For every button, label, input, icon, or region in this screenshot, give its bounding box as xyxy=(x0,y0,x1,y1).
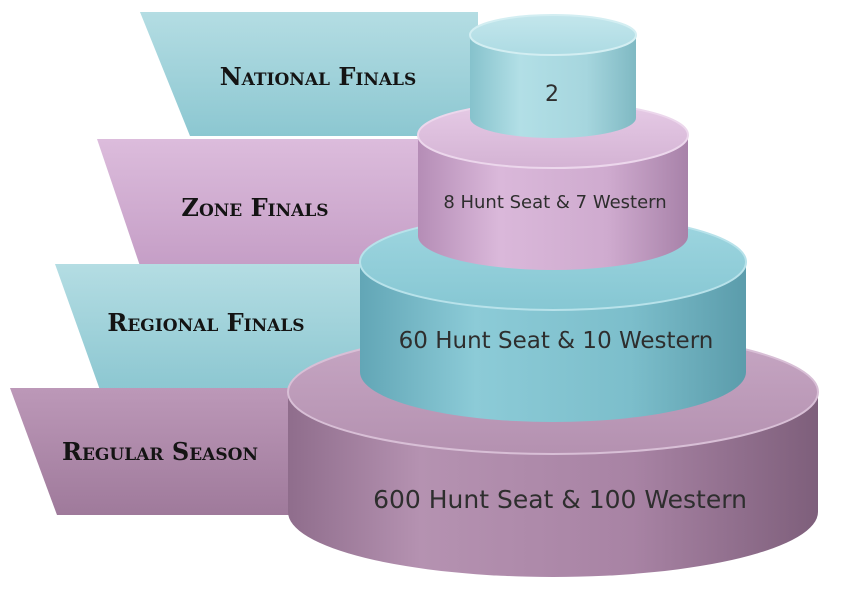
banner-label-zone-finals: Zone Finals xyxy=(181,193,328,222)
banner-national-finals: National Finals xyxy=(140,12,478,136)
tier-value-national-finals: 2 xyxy=(545,82,559,107)
tier-value-zone-finals: 8 Hunt Seat & 7 Western xyxy=(443,192,666,213)
tier-value-regular-season: 600 Hunt Seat & 100 Western xyxy=(373,485,747,514)
tier-value-regional-finals: 60 Hunt Seat & 10 Western xyxy=(399,328,714,354)
banner-label-regional-finals: Regional Finals xyxy=(107,308,304,337)
banner-zone-finals: Zone Finals xyxy=(97,139,440,266)
banner-label-national-finals: National Finals xyxy=(220,62,417,91)
banner-label-regular-season: Regular Season xyxy=(62,437,258,466)
tier-national-finals: 2 xyxy=(469,14,637,138)
banner-regional-finals: Regional Finals xyxy=(55,264,400,390)
banner-regular-season: Regular Season xyxy=(10,388,320,515)
